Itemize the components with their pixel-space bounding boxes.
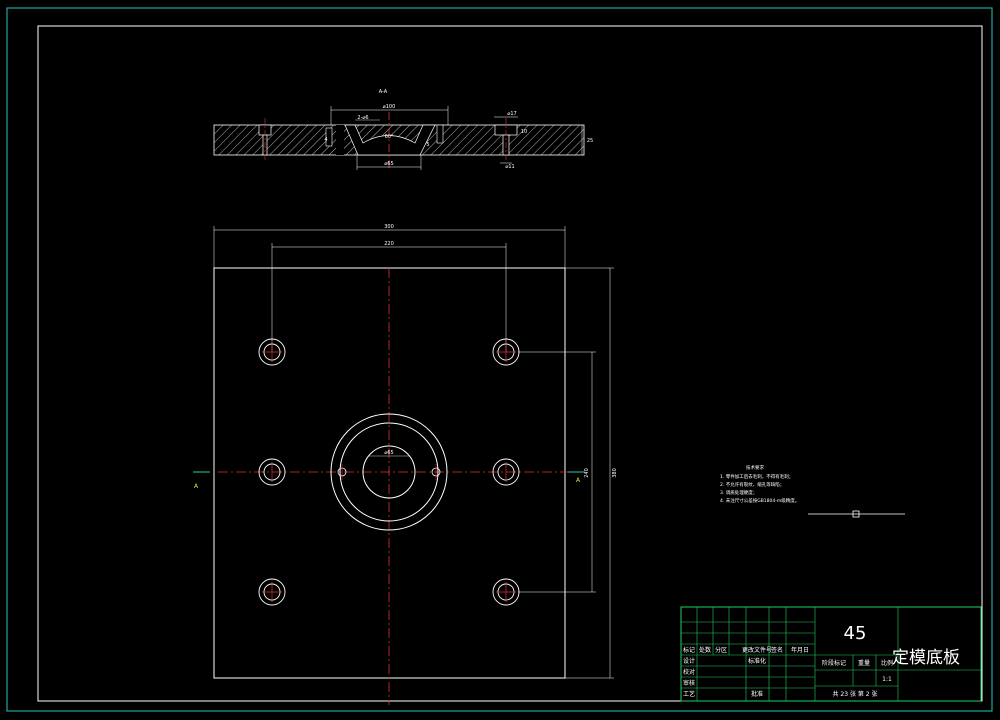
drawing-label: ⌀17 [507,111,516,117]
section-label: A-A [379,89,388,95]
drawing-label: 设计 [683,657,695,665]
note-item: 3. 调质处理硬度； [720,489,757,496]
drawing-label: 处数 [699,646,711,654]
screw-hole [258,578,286,606]
screw-hole [258,338,286,366]
screw-hole [492,458,520,486]
dim-hole-spacing: 220 [384,241,394,247]
drawing-label: 标记 [683,646,695,654]
sheet-info: 共 23 张 第 2 张 [833,690,878,698]
drawing-label: ⌀65 [384,161,393,167]
center-boss-outer [330,413,448,531]
drawing-label: ⌀100 [383,104,396,110]
inner-frame [37,25,983,702]
section-view: A-A ⌀100 2-⌀6 60° ⌀65 ⌀17 ⌀11 25 [213,89,593,170]
drawing-label: 审核 [683,679,695,687]
technical-notes: 技术要求 1. 零件加工后去毛刺，不得有毛刺； 2. 不允许有裂纹、缩孔等缺陷；… [720,464,799,504]
drawing-label: 重量 [858,659,870,667]
drawing-label: 工艺 [683,690,695,698]
drawing-label: 60° [385,134,394,140]
drawing-label: 10 [521,129,527,135]
roughness-mark [808,510,905,518]
drawing-label: 5 [426,142,429,148]
dim-overall-width: 300 [384,224,394,230]
dim-center-hole: ⌀65 [384,450,393,456]
notes-title: 技术要求 [746,464,764,471]
drawing-label: 批准 [751,690,763,698]
dim-hole-vertical: 240 [584,468,590,478]
scale-value: 1:1 [882,676,892,683]
cut-label-left: A [194,483,199,490]
dim-overall-height: 380 [612,468,618,478]
drawing-label: 标准化 [748,657,766,665]
drawing-label: 校对 [683,668,695,676]
drawing-label: 分区 [715,646,727,654]
drawing-label: 比例 [881,659,893,667]
title-block: 标记 处数 分区 更改文件号 签名 年月日 设计 标准化 校对 审核 工艺 批准… [680,606,982,702]
cut-label-right: A [576,477,581,484]
drawing-label: 2-⌀6 [357,115,368,121]
outer-frame [6,7,993,712]
drawing-label: 更改文件号 [742,646,772,654]
plate-outline [213,267,566,679]
center-bore [362,445,416,499]
plan-view: 300 220 380 240 A A ⌀65 [193,224,618,705]
note-item: 4. 未注尺寸公差按GB1804-m级精度。 [720,497,799,504]
drawing-label: ⌀11 [505,164,514,170]
screw-hole [492,578,520,606]
screw-hole [492,338,520,366]
note-item: 1. 零件加工后去毛刺，不得有毛刺； [720,473,793,480]
drawing-label: 签名 [771,646,783,654]
screw-hole [258,458,286,486]
material: 45 [844,623,867,644]
part-name: 定模底板 [892,648,960,668]
center-boss-mid [339,422,439,522]
note-item: 2. 不允许有裂纹、缩孔等缺陷； [720,481,784,488]
drawing-label: 年月日 [791,646,809,654]
drawing-label: 25 [587,138,593,144]
drawing-label: 4 [324,137,327,143]
drawing-label: 阶段标记 [822,659,846,667]
